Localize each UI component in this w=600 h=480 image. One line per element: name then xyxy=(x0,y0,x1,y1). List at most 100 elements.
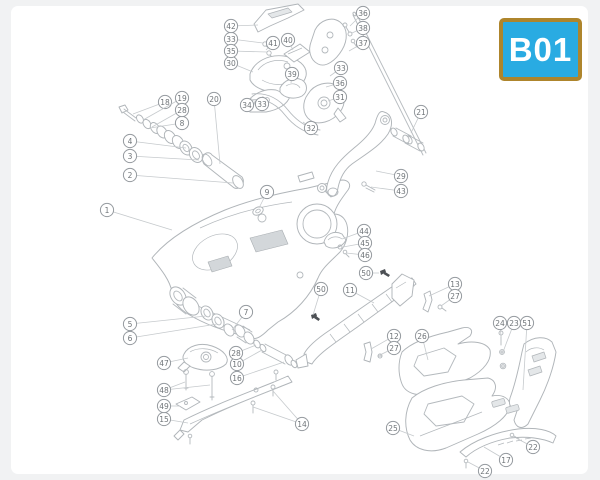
svg-text:4: 4 xyxy=(128,137,133,146)
svg-text:51: 51 xyxy=(522,319,532,328)
svg-text:19: 19 xyxy=(177,94,187,103)
callout-3[interactable]: 3 xyxy=(122,148,200,164)
callout-27[interactable]: 27 xyxy=(440,288,463,307)
svg-text:2: 2 xyxy=(128,171,133,180)
svg-text:1: 1 xyxy=(105,206,110,215)
svg-text:37: 37 xyxy=(358,39,368,48)
callout-16[interactable]: 16 xyxy=(229,361,285,386)
callout-22[interactable]: 22 xyxy=(515,437,541,455)
linkage-pins xyxy=(361,127,425,193)
callout-33[interactable]: 33 xyxy=(223,31,264,47)
svg-text:35: 35 xyxy=(226,47,236,56)
callout-20[interactable]: 20 xyxy=(206,91,222,165)
callout-48[interactable]: 48 xyxy=(156,381,211,398)
svg-text:41: 41 xyxy=(268,39,278,48)
svg-text:32: 32 xyxy=(306,124,316,133)
svg-text:14: 14 xyxy=(297,420,307,429)
callout-29[interactable]: 29 xyxy=(375,168,409,184)
svg-text:7: 7 xyxy=(244,308,249,317)
callout-19[interactable]: 19 xyxy=(142,90,190,121)
callout-37[interactable]: 37 xyxy=(348,35,371,52)
svg-text:5: 5 xyxy=(128,320,133,329)
callout-39[interactable]: 39 xyxy=(284,66,300,84)
svg-text:8: 8 xyxy=(180,119,185,128)
svg-text:21: 21 xyxy=(416,108,426,117)
swingarm-body xyxy=(151,179,351,339)
callout-24[interactable]: 24 xyxy=(492,315,508,338)
svg-text:6: 6 xyxy=(128,334,133,343)
svg-text:42: 42 xyxy=(226,22,236,31)
callout-28[interactable]: 28 xyxy=(151,102,190,128)
svg-text:31: 31 xyxy=(335,93,345,102)
callout-17[interactable]: 17 xyxy=(483,446,514,468)
slider-strip xyxy=(459,427,557,469)
callout-38[interactable]: 38 xyxy=(351,20,371,36)
svg-text:46: 46 xyxy=(360,251,370,260)
callout-18[interactable]: 18 xyxy=(132,94,173,115)
callout-22[interactable]: 22 xyxy=(467,461,493,479)
callout-23[interactable]: 23 xyxy=(502,315,522,353)
svg-text:30: 30 xyxy=(226,59,236,68)
callout-4[interactable]: 4 xyxy=(122,133,187,149)
svg-text:33: 33 xyxy=(226,35,236,44)
svg-text:12: 12 xyxy=(389,332,399,341)
swingarm-guard-upper xyxy=(398,327,491,396)
callout-9[interactable]: 9 xyxy=(258,184,275,209)
callout-36[interactable]: 36 xyxy=(325,75,348,91)
callout-10[interactable]: 10 xyxy=(229,349,263,372)
svg-text:13: 13 xyxy=(450,280,460,289)
callout-26[interactable]: 26 xyxy=(414,328,430,361)
callout-7[interactable]: 7 xyxy=(231,304,254,331)
callout-35[interactable]: 35 xyxy=(223,43,268,59)
callout-27[interactable]: 27 xyxy=(379,340,402,356)
svg-text:18: 18 xyxy=(160,98,170,107)
svg-text:22: 22 xyxy=(480,467,490,476)
svg-text:44: 44 xyxy=(359,227,369,236)
svg-text:27: 27 xyxy=(389,344,399,353)
callout-33[interactable]: 33 xyxy=(254,95,270,112)
callout-31[interactable]: 31 xyxy=(327,89,348,105)
svg-text:28: 28 xyxy=(177,106,187,115)
callout-40[interactable]: 40 xyxy=(280,32,296,51)
callout-2[interactable]: 2 xyxy=(122,167,234,184)
shock-link-parts xyxy=(252,171,332,216)
callout-43[interactable]: 43 xyxy=(370,183,409,199)
callout-49[interactable]: 49 xyxy=(156,398,180,414)
svg-text:26: 26 xyxy=(417,332,427,341)
callout-51[interactable]: 51 xyxy=(519,315,535,391)
svg-text:25: 25 xyxy=(388,424,398,433)
callout-41[interactable]: 41 xyxy=(265,35,281,51)
callout-11[interactable]: 11 xyxy=(342,282,375,304)
callout-28[interactable]: 28 xyxy=(228,344,257,361)
callout-21[interactable]: 21 xyxy=(410,104,429,134)
callout-15[interactable]: 15 xyxy=(156,411,189,427)
callout-36[interactable]: 36 xyxy=(349,5,371,27)
callout-30[interactable]: 30 xyxy=(223,55,254,73)
svg-text:27: 27 xyxy=(450,292,460,301)
svg-text:20: 20 xyxy=(209,95,219,104)
callout-14[interactable]: 14 xyxy=(252,390,310,432)
callout-46[interactable]: 46 xyxy=(345,247,373,263)
svg-text:38: 38 xyxy=(358,24,368,33)
callout-42[interactable]: 42 xyxy=(223,18,259,34)
callout-1[interactable]: 1 xyxy=(99,202,173,231)
callout-33[interactable]: 33 xyxy=(329,60,349,77)
callout-25[interactable]: 25 xyxy=(385,420,415,437)
callout-47[interactable]: 47 xyxy=(156,355,189,371)
svg-text:29: 29 xyxy=(396,172,406,181)
sensor-bracket xyxy=(323,231,350,258)
callout-13[interactable]: 13 xyxy=(428,276,463,297)
callout-32[interactable]: 32 xyxy=(302,120,319,136)
callout-6[interactable]: 6 xyxy=(122,323,218,346)
svg-text:47: 47 xyxy=(159,359,169,368)
svg-text:16: 16 xyxy=(232,374,242,383)
svg-text:3: 3 xyxy=(128,152,133,161)
callout-5[interactable]: 5 xyxy=(122,315,207,332)
callout-50[interactable]: 50 xyxy=(358,265,379,281)
callout-34[interactable]: 34 xyxy=(239,96,255,113)
chain-guide-rear xyxy=(491,330,557,428)
callout-50[interactable]: 50 xyxy=(312,281,329,316)
